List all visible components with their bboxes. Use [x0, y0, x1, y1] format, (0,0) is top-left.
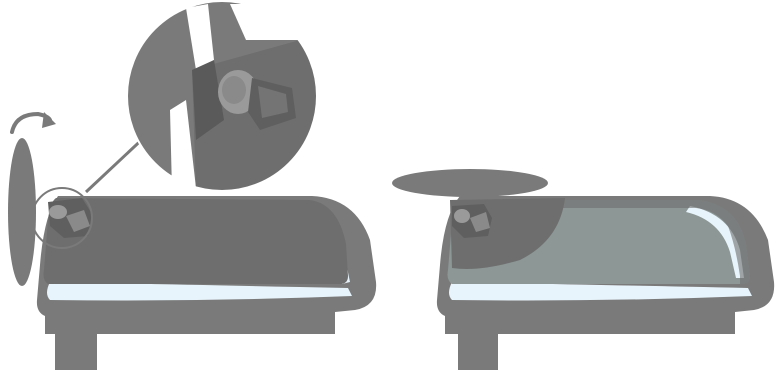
- right-hinge-knob: [454, 209, 470, 223]
- left-panel: [8, 1, 376, 370]
- left-hinge-knob: [49, 205, 67, 219]
- rotation-arrow-icon: [12, 112, 56, 132]
- right-table-leg: [458, 334, 498, 370]
- right-panel: [392, 169, 774, 370]
- right-stand-disc: [392, 169, 548, 197]
- zoom-callout-hinge-detail: [127, 1, 330, 191]
- left-table-leg: [55, 334, 97, 370]
